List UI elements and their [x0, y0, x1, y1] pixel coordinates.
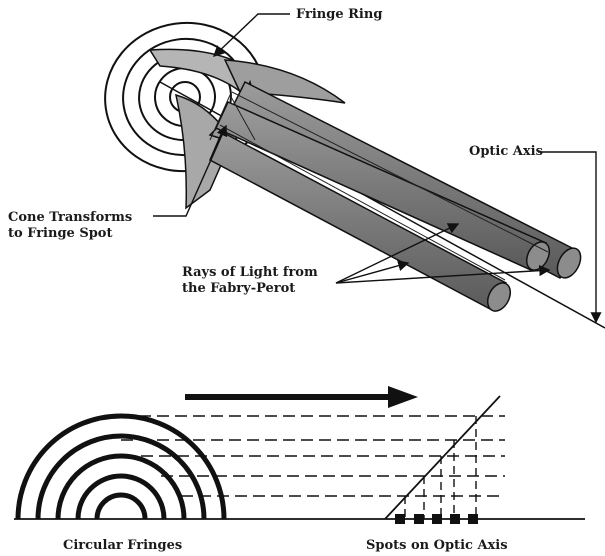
optic-axis-leader [538, 151, 602, 324]
drop-dashes [404, 416, 477, 519]
spots-on-optic-axis-label: Spots on Optic Axis [366, 538, 508, 553]
rays-of-light-line-2: the Fabry-Perot [182, 281, 296, 296]
rod-1-end [556, 247, 582, 279]
circular-fringes [15, 413, 227, 520]
cone-transforms-label: Cone Transforms to Fringe Spot [8, 210, 132, 242]
fringe-arc-1 [15, 413, 227, 520]
rays-of-light-label: Rays of Light from the Fabry-Perot [182, 265, 318, 297]
rod-2-end [525, 241, 551, 271]
spot-1 [395, 514, 405, 524]
fringe-ring-leader [212, 13, 290, 57]
diagonal-line [384, 395, 501, 520]
light-rods [209, 80, 582, 312]
rays-leader-2 [335, 260, 410, 284]
spot-4 [450, 514, 460, 524]
fringe-arc-5 [94, 492, 148, 520]
cone-transforms-line-1: Cone Transforms [8, 210, 133, 225]
spot-3 [432, 514, 442, 524]
fringe-arc-4 [75, 473, 167, 520]
cone-leader [153, 124, 228, 217]
leader-lines [153, 13, 602, 324]
ray-lines [209, 91, 549, 281]
fringe-arc-3 [55, 453, 187, 520]
spot-2 [414, 514, 424, 524]
circular-fringes-label: Circular Fringes [63, 538, 183, 553]
spot-5 [468, 514, 478, 524]
rays-leader-1 [335, 223, 460, 284]
axis-spots [395, 514, 478, 524]
fringe-ring-label: Fringe Ring [296, 7, 383, 22]
optic-axis-label: Optic Axis [469, 144, 543, 159]
cone-transforms-line-2: to Fringe Spot [8, 226, 113, 241]
rays-leader-3 [335, 265, 551, 284]
fringe-arc-2 [35, 433, 207, 520]
transform-arrow [185, 386, 418, 408]
projection-dashes [121, 415, 505, 497]
rod-3-end [486, 282, 512, 312]
rays-of-light-line-1: Rays of Light from [182, 265, 318, 280]
